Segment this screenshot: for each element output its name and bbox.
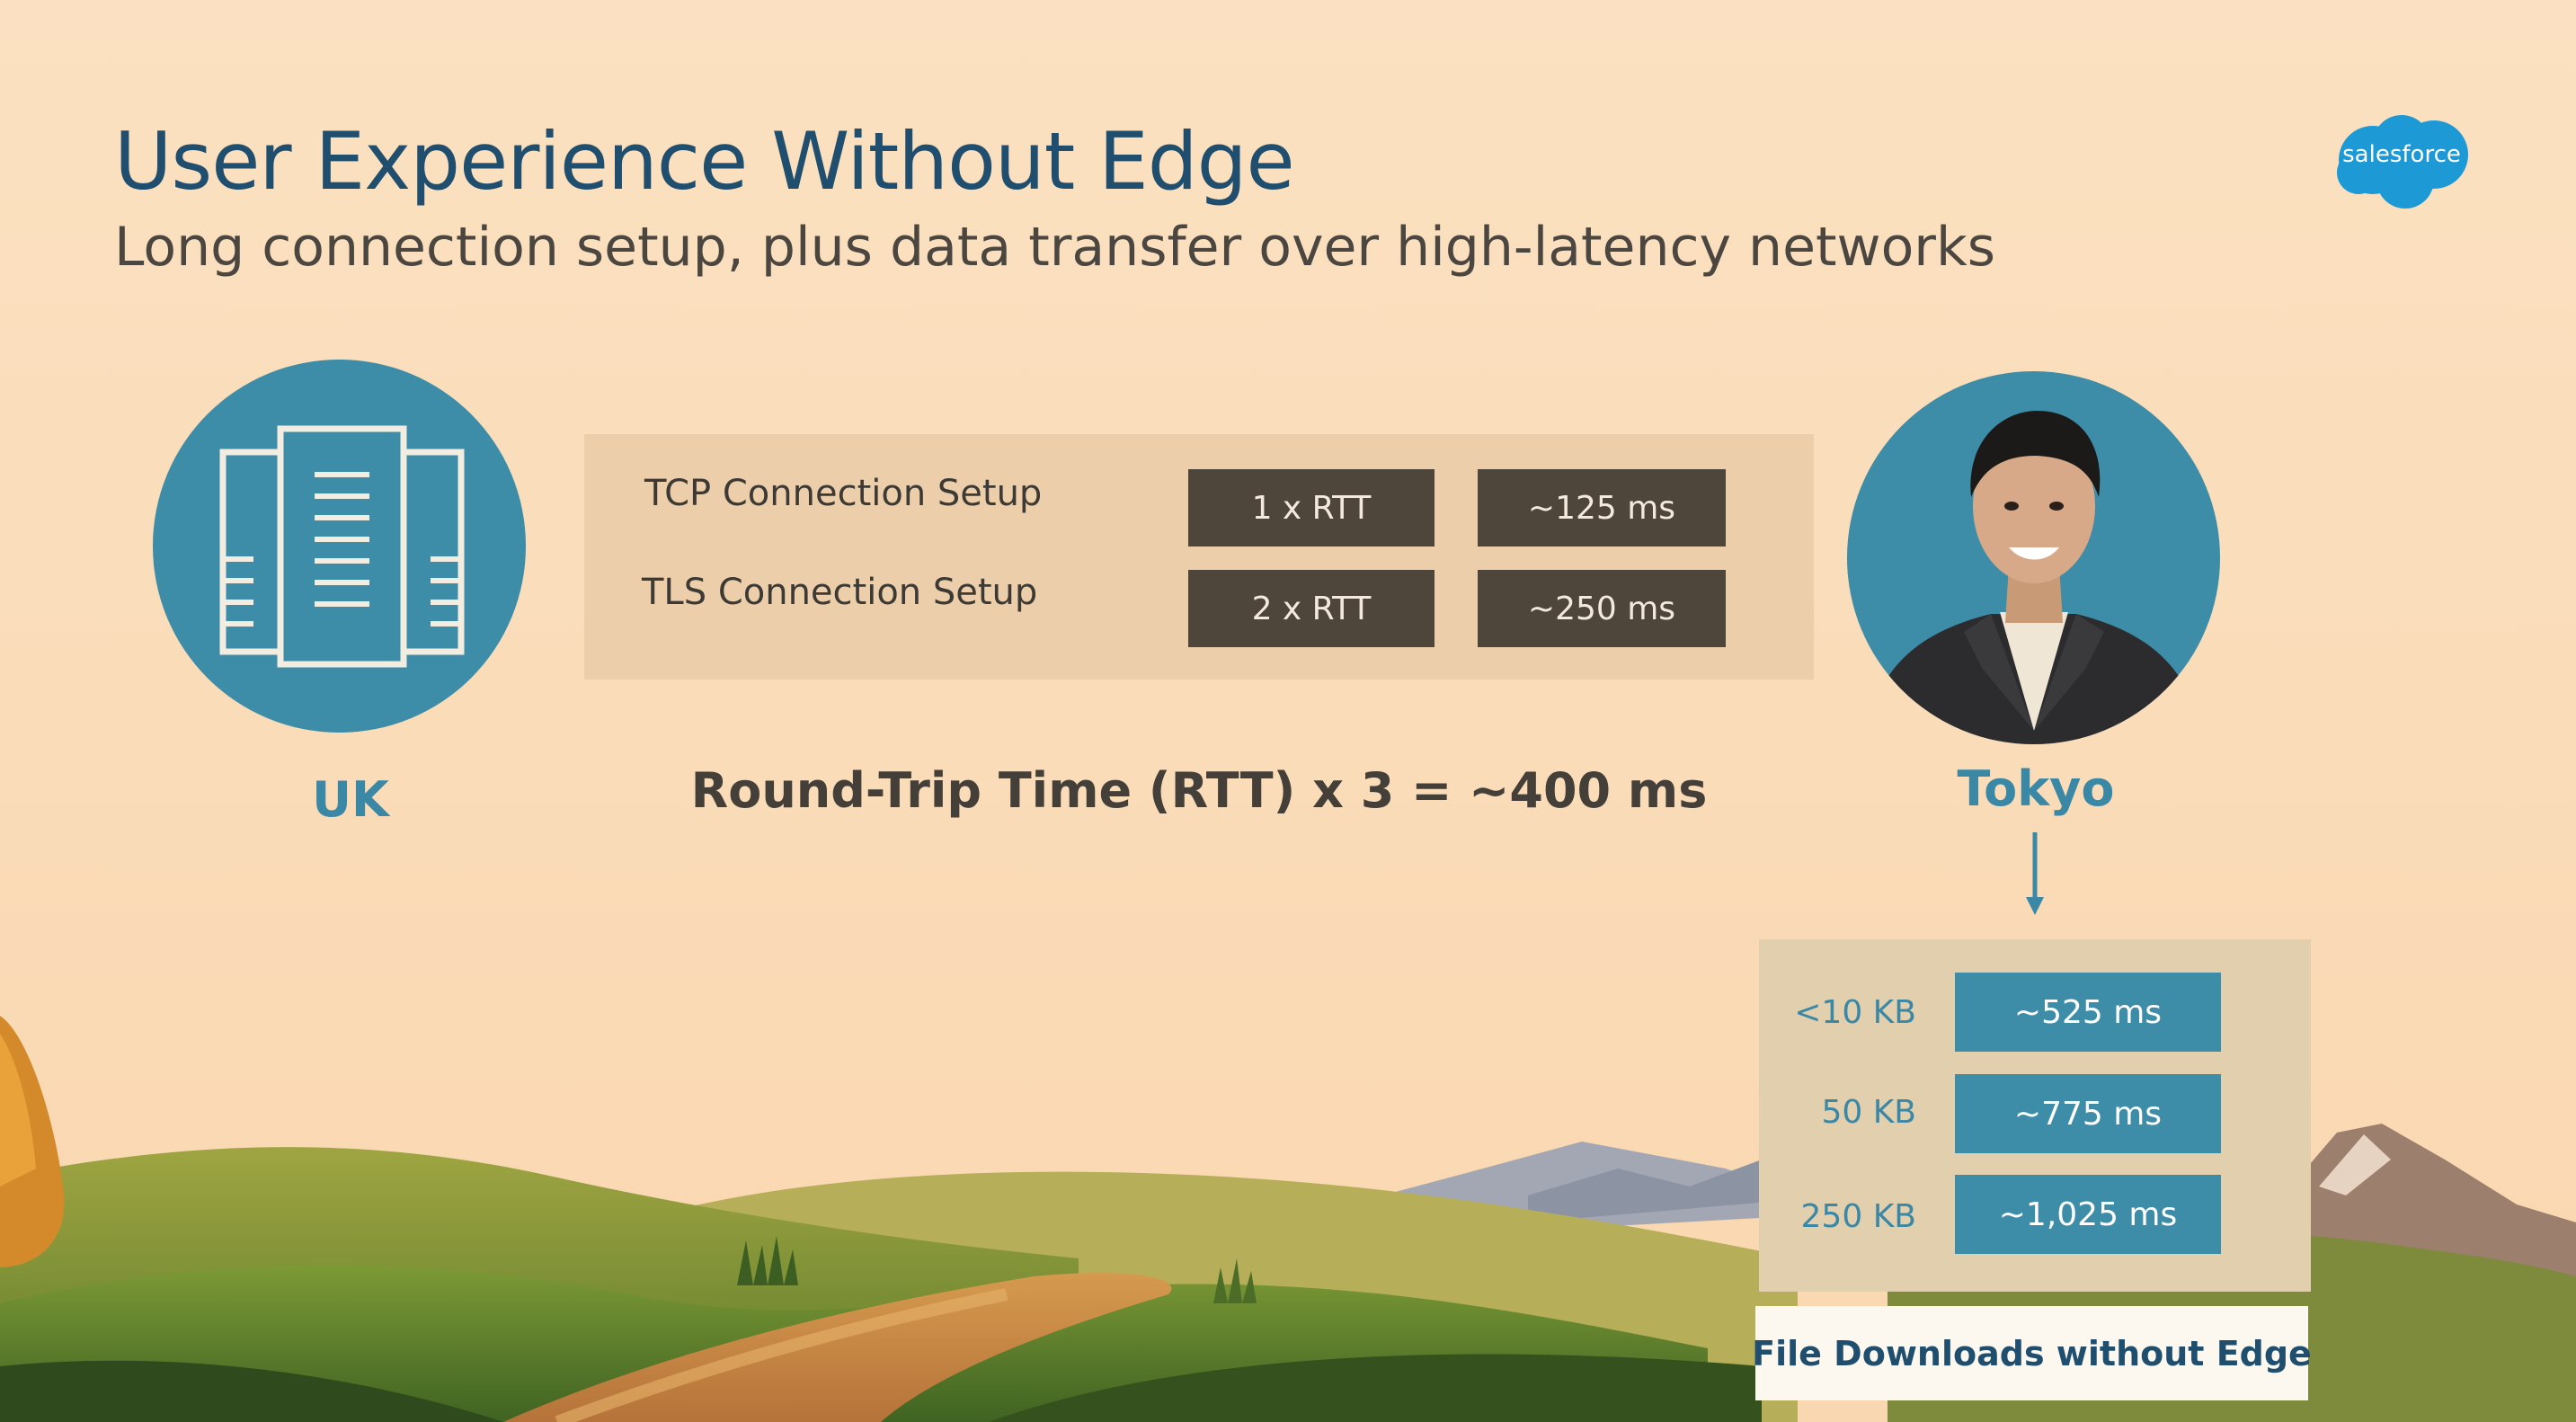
salesforce-logo-text: salesforce [2342, 141, 2461, 168]
tls-time-box: ~250 ms [1478, 570, 1726, 647]
building-icon [219, 425, 465, 668]
download-time-box: ~775 ms [1955, 1074, 2221, 1153]
uk-label: UK [312, 771, 389, 828]
user-avatar [1865, 411, 2202, 744]
tcp-rtt-box: 1 x RTT [1188, 469, 1435, 547]
download-size-label: 250 KB [1800, 1198, 1916, 1235]
tokyo-label: Tokyo [1957, 760, 2115, 817]
tls-setup-label: TLS Connection Setup [642, 572, 1038, 613]
download-time-box: ~1,025 ms [1955, 1175, 2221, 1254]
tcp-time-box: ~125 ms [1478, 469, 1726, 547]
salesforce-logo [2337, 115, 2468, 209]
download-size-label: <10 KB [1794, 994, 1916, 1031]
tokyo-user-circle [1847, 371, 2220, 744]
arrow-down-icon [2026, 832, 2044, 915]
download-time-box: ~525 ms [1955, 973, 2221, 1052]
tcp-setup-label: TCP Connection Setup [644, 473, 1043, 514]
download-size-label: 50 KB [1821, 1094, 1916, 1131]
rtt-formula: Round-Trip Time (RTT) x 3 = ~400 ms [690, 762, 1708, 819]
tls-rtt-box: 2 x RTT [1188, 570, 1435, 647]
slide-subtitle: Long connection setup, plus data transfe… [114, 216, 1995, 279]
file-downloads-caption: File Downloads without Edge [1752, 1306, 2312, 1400]
uk-server-circle [153, 360, 526, 733]
slide-title: User Experience Without Edge [114, 115, 1295, 208]
